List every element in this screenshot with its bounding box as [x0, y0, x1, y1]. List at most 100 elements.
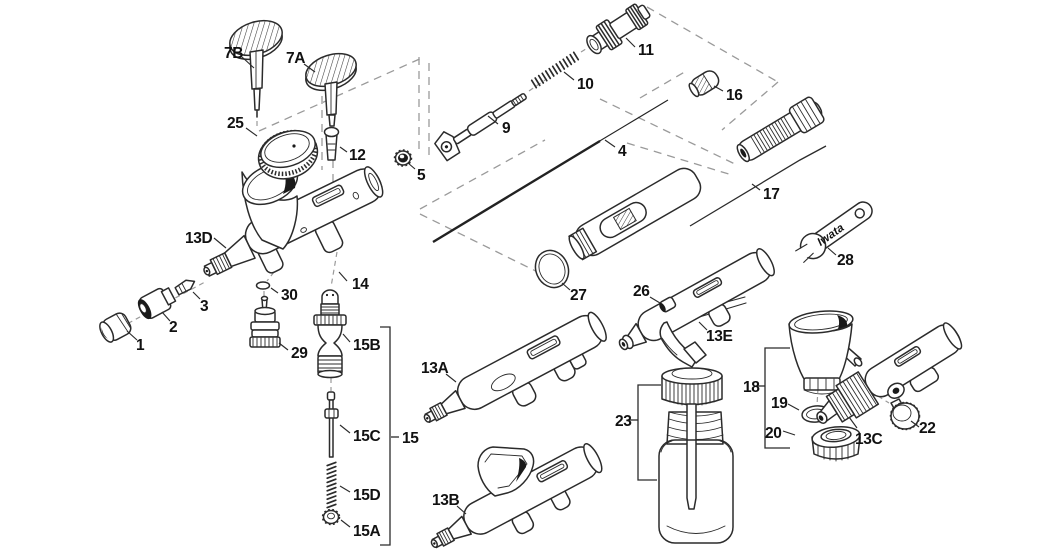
leader-17: [751, 183, 761, 191]
leader-13d: [213, 237, 227, 249]
part-11-valve-assembly: [586, 3, 651, 55]
label-15b: 15B: [353, 337, 380, 354]
leader-7a: [303, 63, 316, 73]
leader-27: [561, 282, 571, 291]
label-1: 1: [136, 337, 145, 354]
label-7a: 7A: [286, 50, 305, 67]
leader-13a: [445, 373, 457, 383]
label-19: 19: [771, 395, 788, 412]
part-23-bottle: [658, 341, 734, 544]
leader-25: [245, 127, 258, 137]
label-23: 23: [615, 413, 632, 430]
label-28: 28: [837, 252, 854, 269]
part-16-cap: [688, 70, 720, 98]
part-17-handle: [568, 96, 825, 261]
label-15d: 15D: [353, 487, 380, 504]
label-7b: 7B: [224, 45, 243, 62]
leader-28: [827, 247, 837, 256]
label-3: 3: [200, 298, 209, 315]
label-20: 20: [765, 425, 781, 442]
leader-16: [713, 85, 724, 92]
label-10: 10: [577, 76, 593, 93]
part-4-needle: [432, 99, 669, 244]
leader-15d: [339, 485, 351, 493]
leader-1: [126, 330, 138, 341]
bracket-18: [764, 347, 790, 449]
part-27-oring: [534, 249, 570, 289]
label-11: 11: [638, 42, 654, 59]
label-4: 4: [618, 143, 627, 160]
leader-11: [625, 37, 636, 48]
part-2-nozzle-cap: [137, 287, 177, 320]
leader-29: [278, 342, 289, 351]
part-9-chucking-guide: [434, 93, 527, 162]
label-15c: 15C: [353, 428, 380, 445]
label-2: 2: [169, 319, 177, 336]
leader-19: [787, 403, 800, 411]
label-16: 16: [726, 87, 743, 104]
part-13d-body: [203, 162, 384, 277]
label-25: 25: [227, 115, 244, 132]
label-9: 9: [502, 120, 511, 137]
leader-22: [910, 420, 920, 428]
part-26-valve-piece: [659, 296, 677, 313]
leader-2: [161, 311, 171, 322]
part-13e-body: [618, 248, 775, 368]
part-18-side-cup: [788, 310, 863, 395]
leader-15a: [340, 519, 351, 528]
part-22-knob: [889, 398, 921, 431]
part-5-nut: [393, 149, 413, 167]
leader-5: [407, 162, 416, 170]
leader-4: [604, 139, 616, 148]
leader-13e: [698, 321, 708, 331]
label-13a: 13A: [421, 360, 448, 377]
part-15b-valve-body: [313, 289, 347, 379]
label-13b: 13B: [432, 492, 459, 509]
part-15a-valve-nut: [321, 508, 341, 526]
leader-10: [563, 71, 575, 81]
leader-7b: [241, 56, 255, 69]
leader-15c: [339, 424, 351, 434]
label-15a: 15A: [353, 523, 380, 540]
leader-13c: [848, 416, 858, 429]
part-13c-body: [816, 322, 963, 424]
label-29: 29: [291, 345, 308, 362]
bracket-17: [689, 145, 827, 227]
part-12-screw: [323, 126, 340, 161]
part-3-nozzle: [174, 279, 196, 296]
part-29-valve-set: [249, 295, 281, 348]
leader-13b: [456, 505, 467, 515]
part-28-wrench: Iwata: [795, 201, 873, 263]
label-18: 18: [743, 379, 760, 396]
label-26: 26: [633, 283, 650, 300]
part-13b-body: [430, 443, 603, 549]
label-13d: 13D: [185, 230, 212, 247]
alignment-guides: [111, 6, 890, 414]
label-27: 27: [570, 287, 586, 304]
leader-30: [270, 287, 279, 294]
label-14: 14: [352, 276, 369, 293]
leader-15b: [342, 333, 351, 343]
bracket-23: [637, 384, 661, 481]
part-10-spring: [530, 51, 580, 89]
part-15c-valve-piston: [324, 391, 339, 458]
leader-26: [649, 296, 661, 304]
label-17: 17: [763, 186, 779, 203]
label-22: 22: [919, 420, 935, 437]
label-5: 5: [417, 167, 426, 184]
leader-14: [338, 271, 348, 282]
leader-9: [487, 115, 499, 125]
part-7a-adjusting-screw: [305, 52, 357, 127]
label-15: 15: [402, 430, 419, 447]
part-7b-adjusting-screw: [229, 19, 283, 118]
leader-12: [339, 146, 348, 153]
part-15d-spring: [326, 461, 337, 509]
part-20-ring-nut: [811, 425, 861, 462]
leader-lines: [126, 37, 920, 528]
label-30: 30: [281, 287, 297, 304]
leader-20: [782, 430, 796, 436]
part-labels: 7B 7A 25 1 2 5 9 10 11 16 4 17 28 13D 3 2…: [136, 42, 936, 540]
leader-3: [192, 291, 201, 300]
